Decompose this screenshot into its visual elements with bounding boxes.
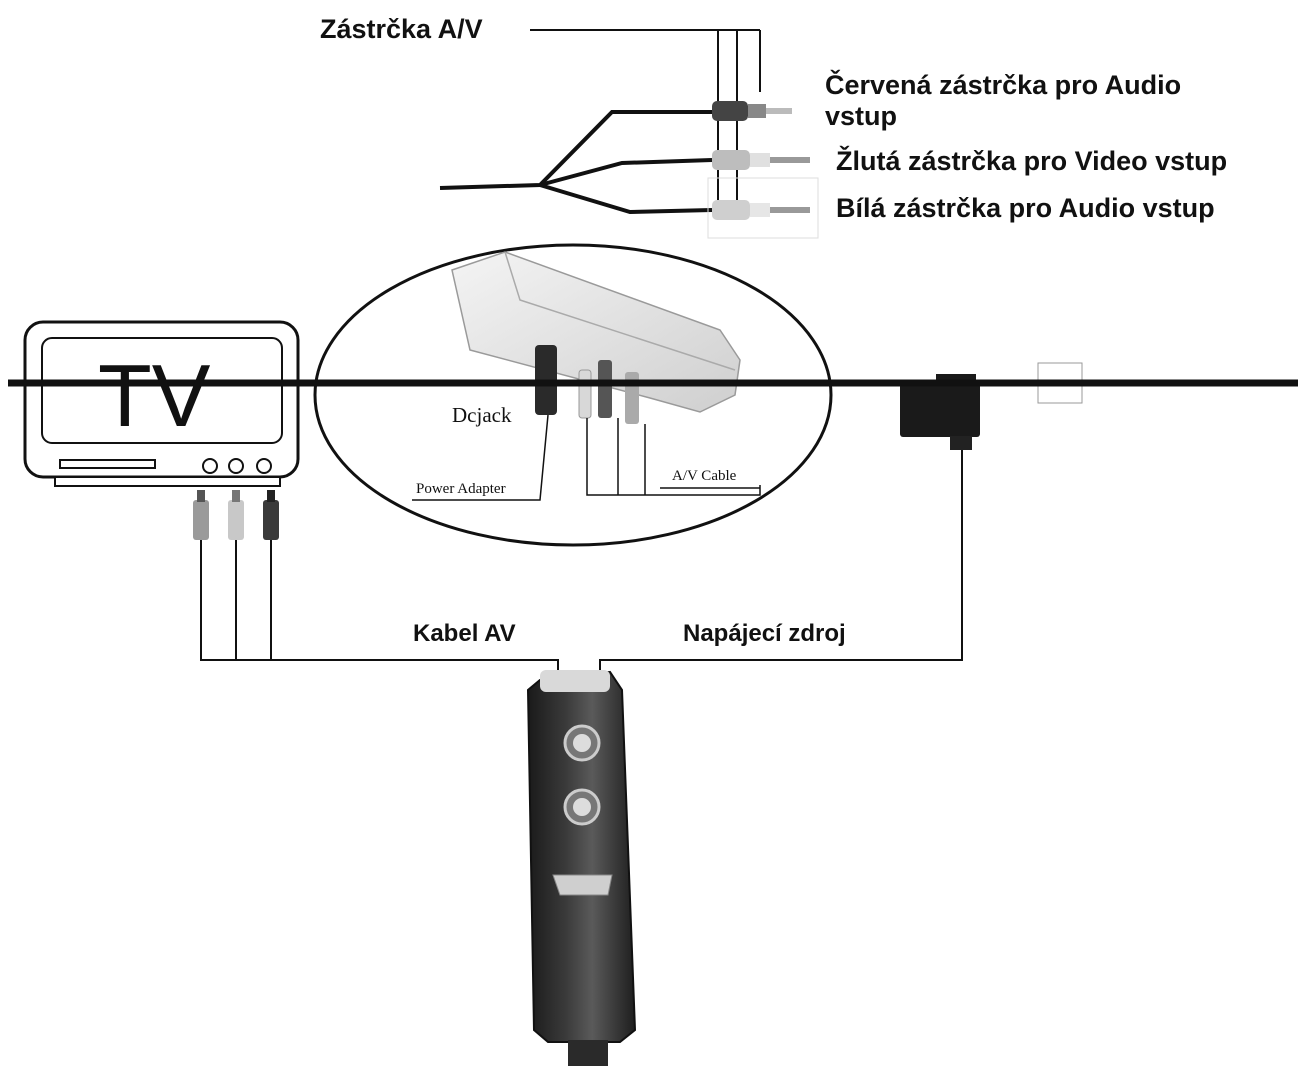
red-rca-plug-icon <box>712 101 792 121</box>
dock-detail-ellipse <box>313 243 833 547</box>
tv-rca-plugs-icon <box>193 490 279 540</box>
handheld-device-icon <box>526 670 637 1066</box>
av-plug-cable <box>439 29 819 239</box>
tv-icon <box>23 320 300 487</box>
red-plug-label: Červená zástrčka pro Audio vstup <box>825 70 1182 131</box>
power-adapter-icon <box>900 362 1083 450</box>
tv-label: TV <box>98 346 211 445</box>
yellow-rca-plug-icon <box>712 150 810 170</box>
av-plug-label: Zástrčka A/V <box>320 14 483 44</box>
napajeci-zdroj-label: Napájecí zdroj <box>683 620 846 647</box>
white-rca-plug-icon <box>712 200 810 220</box>
power-adapter-label: Power Adapter <box>416 481 506 497</box>
white-plug-label: Bílá zástrčka pro Audio vstup <box>836 193 1215 223</box>
av-cable-label: A/V Cable <box>672 468 737 484</box>
yellow-plug-label: Žlutá zástrčka pro Video vstup <box>836 146 1228 176</box>
dcjack-label: Dcjack <box>452 403 512 427</box>
kabel-av-label: Kabel AV <box>413 620 516 647</box>
